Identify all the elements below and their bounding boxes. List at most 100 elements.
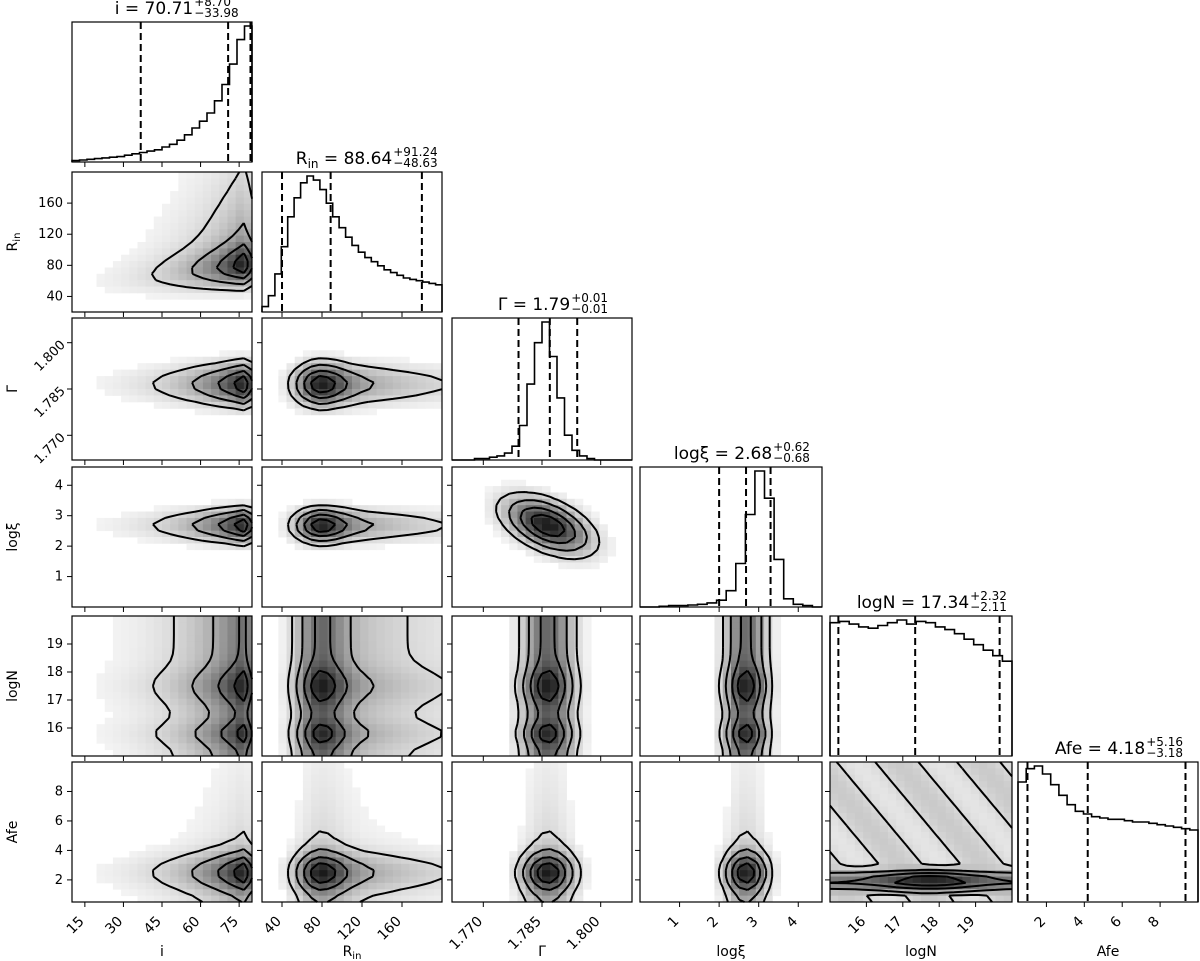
density-cell — [286, 628, 296, 636]
density-cell — [912, 787, 922, 795]
density-cell — [170, 851, 179, 858]
density-cell — [153, 736, 163, 744]
density-cell — [311, 870, 320, 877]
density-cell — [112, 369, 122, 377]
density-cell — [772, 705, 782, 712]
density-cell — [211, 673, 220, 681]
density-cell — [392, 647, 402, 655]
density-cell — [227, 889, 237, 897]
density-cell — [302, 616, 312, 623]
density-cell — [929, 863, 938, 871]
density-cell — [921, 895, 930, 903]
density-cell — [178, 641, 187, 649]
density-cell — [376, 389, 386, 396]
density-cell — [294, 863, 304, 871]
density-cell — [887, 762, 897, 769]
density-cell — [525, 641, 535, 649]
density-cell — [879, 819, 889, 827]
density-cell — [368, 660, 377, 668]
density-cell — [227, 369, 237, 377]
density-cell — [739, 705, 748, 712]
density-cell — [871, 812, 881, 820]
density-cell — [525, 705, 535, 712]
x-axis-label-i: i — [160, 944, 164, 960]
contour-line — [303, 856, 349, 891]
density-cell — [202, 819, 212, 827]
density-cell — [227, 730, 237, 738]
density-cell — [722, 870, 732, 877]
density-cell — [509, 679, 518, 687]
density-cell — [755, 654, 765, 661]
density-cell — [854, 800, 864, 807]
density-cell — [879, 793, 889, 801]
density-cell — [194, 191, 204, 198]
density-cell — [376, 692, 386, 700]
density-cell — [517, 673, 527, 681]
density-cell — [566, 660, 576, 668]
density-cell — [954, 851, 963, 858]
density-cell — [343, 686, 353, 693]
density-cell — [887, 819, 897, 827]
density-cell — [731, 622, 740, 630]
density-cell — [392, 844, 402, 852]
density-cell — [319, 498, 328, 506]
contour-line — [717, 616, 774, 757]
density-cell — [417, 895, 427, 903]
density-cell — [202, 812, 212, 820]
density-cell — [417, 505, 427, 512]
density-cell — [376, 511, 386, 519]
density-cell — [352, 698, 361, 706]
density-cell — [558, 832, 567, 839]
density-cell — [278, 863, 287, 871]
density-cell — [392, 537, 402, 544]
density-cell — [311, 774, 320, 782]
panel-Gamma-logxi — [451, 466, 633, 608]
density-cell — [755, 832, 765, 839]
density-cell — [896, 825, 905, 833]
density-cell — [211, 787, 220, 795]
density-cell — [343, 768, 353, 776]
density-cell — [96, 524, 106, 532]
density-cell — [112, 286, 122, 294]
density-cell — [235, 863, 245, 871]
density-cell — [104, 705, 114, 712]
density-cell — [574, 537, 584, 544]
density-cell — [722, 686, 732, 693]
density-cell — [550, 889, 559, 897]
density-cell — [129, 882, 138, 890]
density-cell — [302, 743, 312, 751]
density-cell — [764, 844, 773, 852]
density-cell — [896, 768, 905, 776]
density-cell — [722, 832, 732, 839]
density-cell — [219, 401, 228, 409]
density-cell — [121, 870, 130, 877]
density-cell — [747, 736, 757, 744]
density-cell — [433, 666, 443, 674]
density-cell — [550, 717, 559, 725]
density-cell — [978, 889, 988, 897]
density-cell — [219, 203, 228, 211]
density-cell — [517, 736, 527, 744]
density-cell — [731, 692, 740, 700]
density-cell — [178, 530, 187, 538]
density-cell — [509, 749, 518, 757]
density-cell — [202, 261, 212, 268]
density-cell — [219, 628, 228, 636]
density-cell — [343, 832, 353, 839]
density-cell — [112, 876, 122, 884]
density-cell — [376, 517, 386, 525]
density-cell — [954, 832, 963, 839]
density-cell — [235, 363, 245, 371]
density-cell — [162, 376, 171, 383]
density-cell — [501, 498, 510, 506]
density-cell — [162, 537, 171, 544]
density-cell — [227, 401, 237, 409]
density-cell — [401, 389, 410, 396]
density-cell — [343, 395, 353, 403]
density-cell — [854, 882, 864, 890]
density-cell — [302, 800, 312, 807]
density-cell — [319, 768, 328, 776]
density-cell — [376, 743, 386, 751]
density-cell — [368, 505, 377, 512]
density-cell — [409, 616, 418, 623]
